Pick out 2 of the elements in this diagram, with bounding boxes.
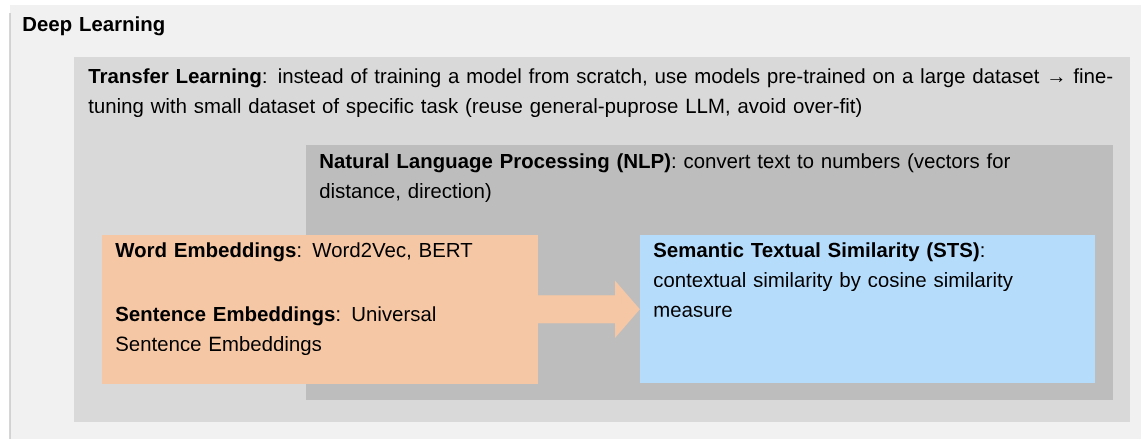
concept-box: Word Embeddings: Word2Vec, BERT Sentence Embeddings: Universal Sentence Embeddings (102, 235, 538, 384)
concept-box: Semantic Textual Similarity (STS): contextual similarity by cosine similarity measure (640, 235, 1095, 383)
